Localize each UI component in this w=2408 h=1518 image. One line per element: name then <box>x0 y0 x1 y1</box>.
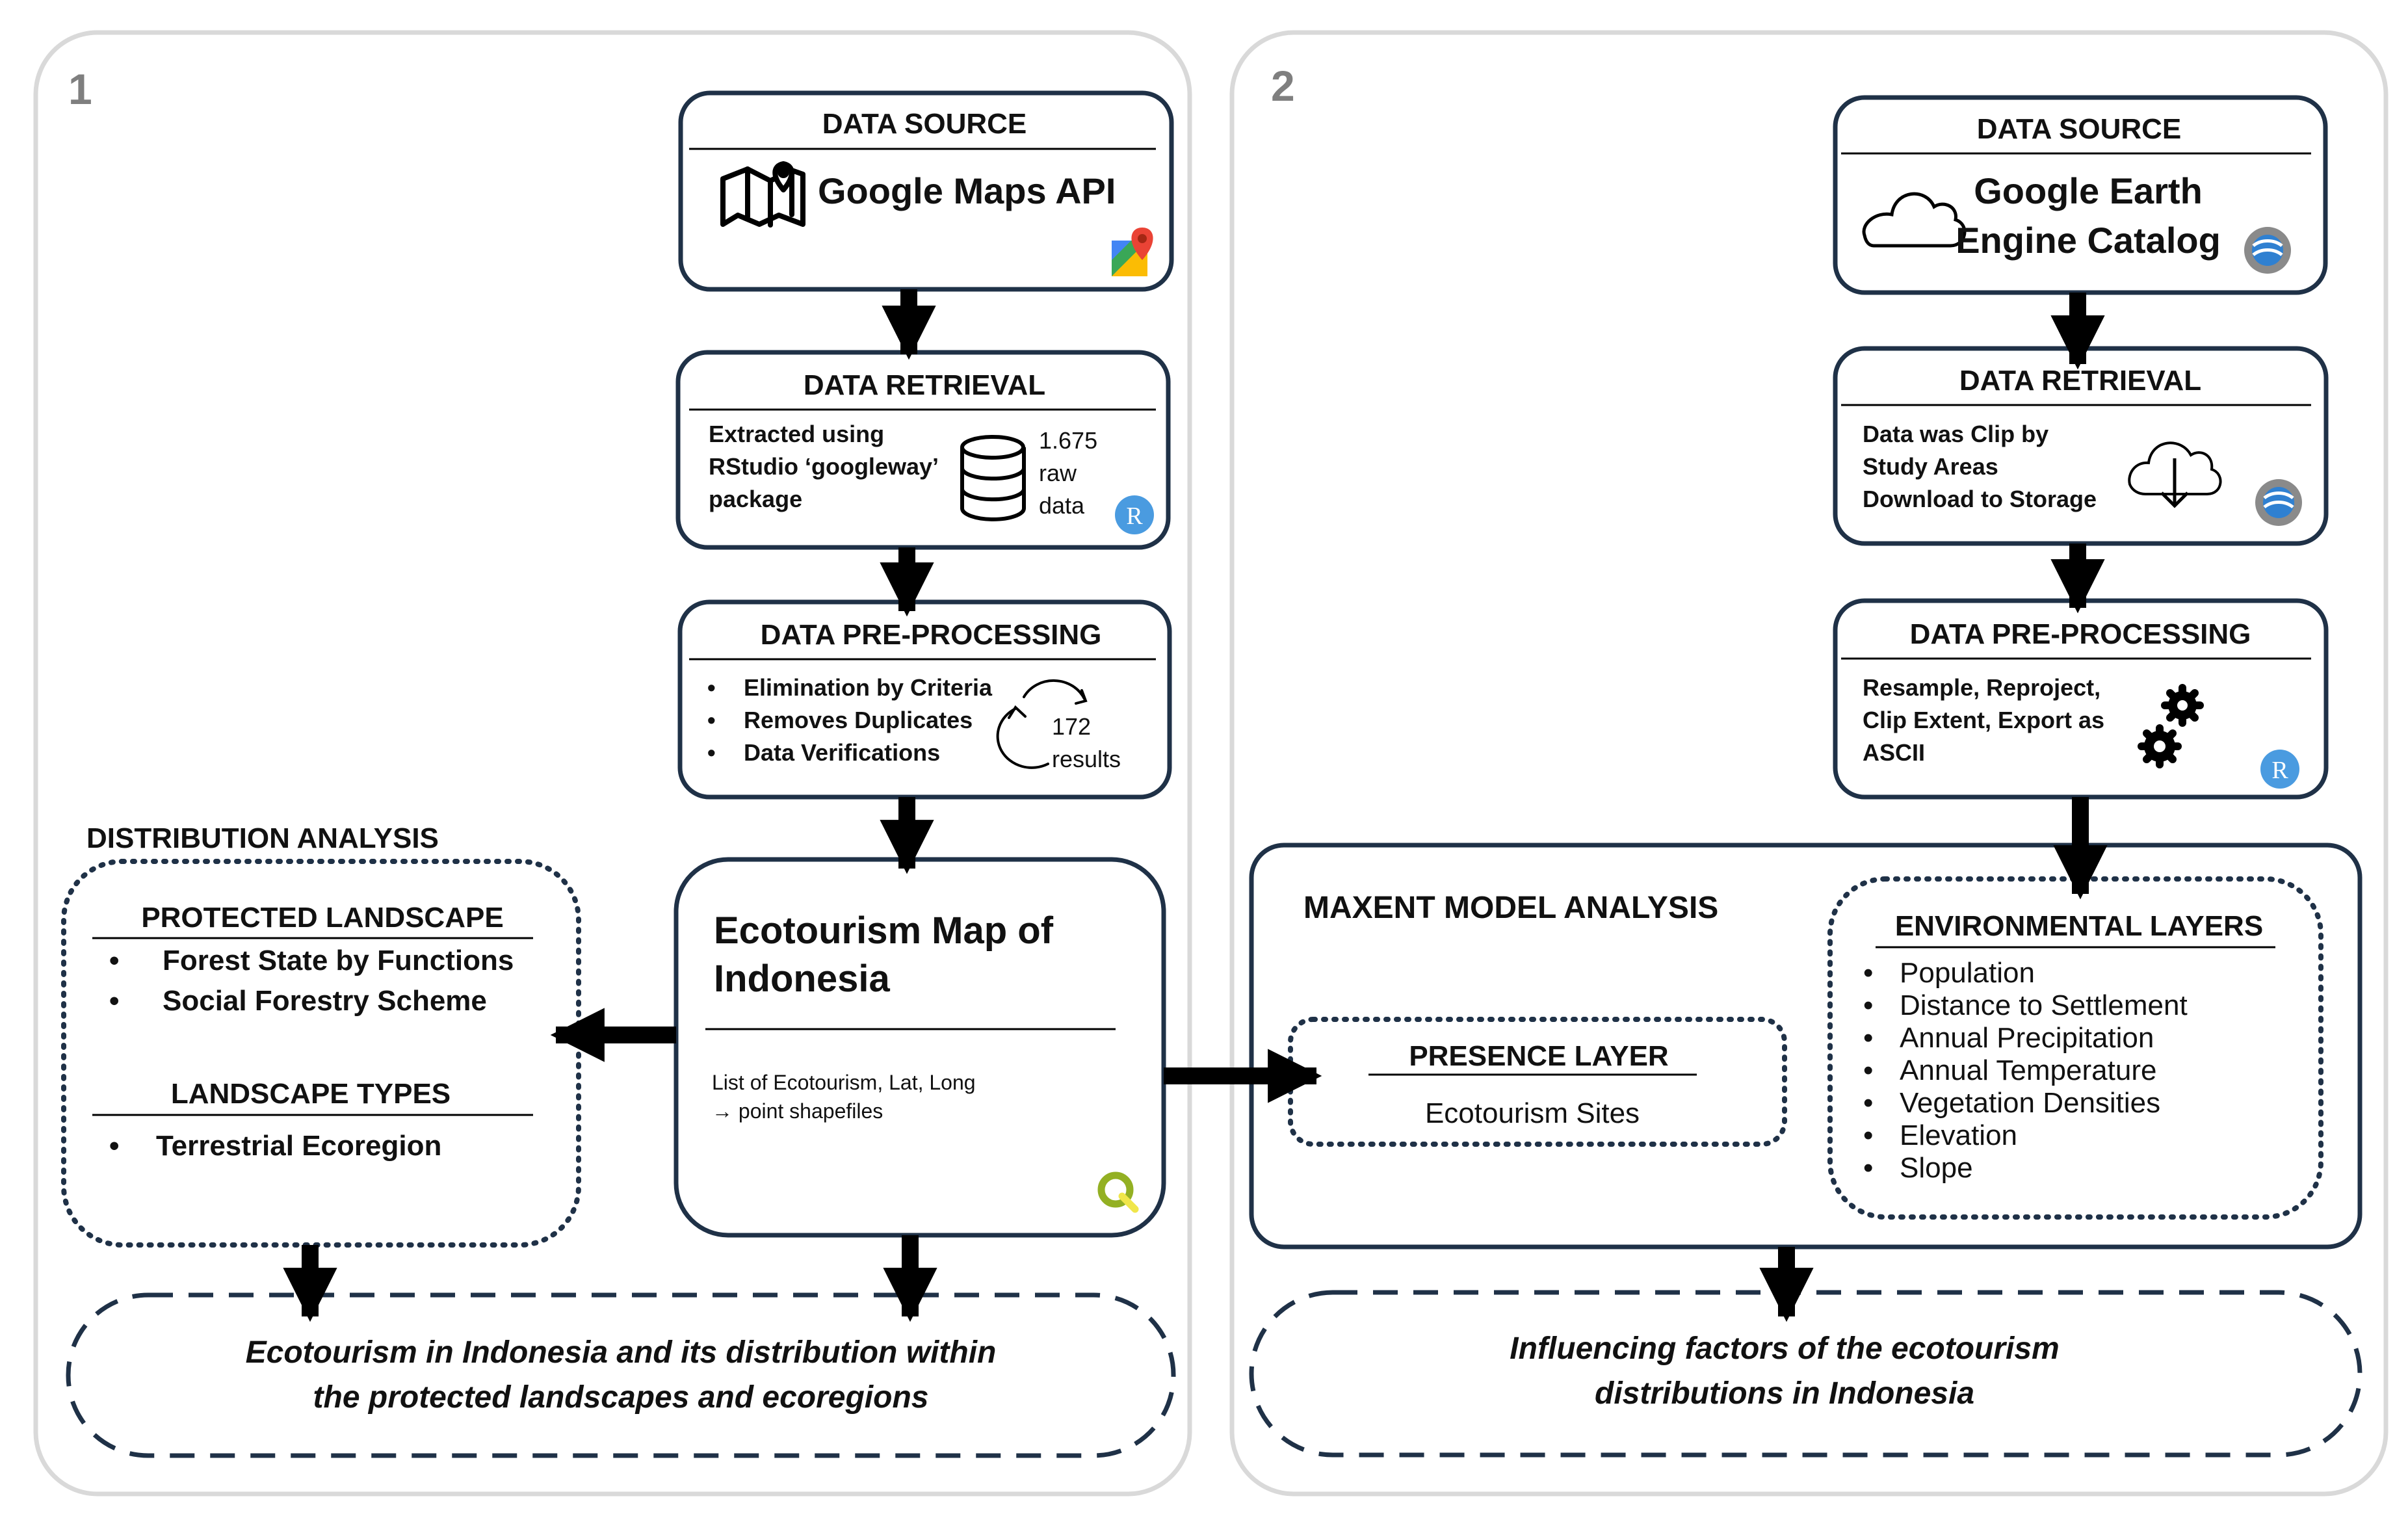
p1-preproc-header: DATA PRE-PROCESSING <box>760 619 1102 651</box>
protected-landscape-header: PROTECTED LANDSCAPE <box>141 902 504 934</box>
svg-text:R: R <box>2271 757 2288 784</box>
p2-source-header: DATA SOURCE <box>1976 113 2182 145</box>
map-desc-line-1: List of Ecotourism, Lat, Long <box>712 1071 976 1094</box>
refresh-arrows-icon <box>996 679 1088 769</box>
svg-text:R: R <box>1126 503 1143 530</box>
p2-outcome-line-1: Influencing factors of the ecotourism <box>1510 1331 2060 1366</box>
p1-retrieval-line-3: package <box>709 486 803 512</box>
env-layer-item: Distance to Settlement <box>1858 989 2188 1022</box>
cloud-download-icon <box>2128 441 2222 508</box>
earth-engine-logo-retrieval <box>2255 479 2302 526</box>
p1-source-name: Google Maps API <box>818 170 1116 211</box>
earth-engine-logo-source <box>2244 227 2291 274</box>
p2-preproc-line-3: ASCII <box>1863 739 1926 766</box>
p2-outcome-line-2: distributions in Indonesia <box>1594 1376 1975 1411</box>
preproc-item: Elimination by Criteria <box>702 672 992 704</box>
protected-item: Social Forestry Scheme <box>104 981 514 1021</box>
p1-retrieval-header: DATA RETRIEVAL <box>803 369 1046 401</box>
map-desc-line-2: → point shapefiles <box>712 1099 883 1123</box>
p1-retrieval-line-1: Extracted using <box>709 421 885 447</box>
env-layer-item: Vegetation Densities <box>1858 1087 2188 1119</box>
env-layer-item: Slope <box>1858 1152 2188 1184</box>
protected-item: Forest State by Functions <box>104 941 514 981</box>
env-layer-item: Elevation <box>1858 1119 2188 1152</box>
presence-layer-item: Ecotourism Sites <box>1424 1097 1640 1129</box>
preproc-item: Removes Duplicates <box>702 704 992 737</box>
env-layer-item: Population <box>1858 957 2188 989</box>
gears-icon <box>2138 684 2204 768</box>
cloud-icon <box>1862 192 1967 248</box>
p1-raw-count-line-1: 1.675 <box>1039 427 1098 454</box>
env-layer-item: Annual Precipitation <box>1858 1022 2188 1054</box>
panel-2-frame <box>1229 30 2388 1497</box>
landscape-type-item: Terrestrial Ecoregion <box>104 1126 441 1166</box>
r-logo-p1: R <box>1115 495 1154 534</box>
p1-raw-count-line-3: data <box>1039 492 1085 519</box>
p2-outcome-box <box>1249 1290 2362 1458</box>
p1-outcome-line-2: the protected landscapes and ecoregions <box>313 1380 929 1415</box>
p1-outcome-line-1: Ecotourism in Indonesia and its distribu… <box>245 1335 997 1370</box>
panel-1-frame <box>33 30 1192 1497</box>
landscape-types-list: Terrestrial Ecoregion <box>104 1126 441 1166</box>
p1-source-header: DATA SOURCE <box>822 108 1027 140</box>
map-title-line-1: Ecotourism Map of <box>714 909 1054 952</box>
p2-preproc-header: DATA PRE-PROCESSING <box>1909 618 2251 650</box>
p1-results-count: 172 <box>1052 713 1092 740</box>
environmental-layers-list: Population Distance to Settlement Annual… <box>1858 957 2188 1184</box>
p2-retrieval-line-1: Data was Clip by <box>1863 421 2049 447</box>
p1-preproc-list: Elimination by Criteria Removes Duplicat… <box>702 672 992 769</box>
maxent-title: MAXENT MODEL ANALYSIS <box>1303 891 1719 925</box>
p1-results-label: results <box>1052 746 1121 772</box>
database-icon <box>960 435 1026 521</box>
preproc-item: Data Verifications <box>702 737 992 769</box>
qgis-logo <box>1097 1171 1139 1213</box>
p1-data-source-box <box>678 90 1174 292</box>
p2-retrieval-line-3: Download to Storage <box>1863 486 2097 512</box>
r-logo-p2: R <box>2260 750 2299 789</box>
p1-retrieval-line-2: RStudio ‘googleway’ <box>709 453 939 480</box>
presence-layer-header: PRESENCE LAYER <box>1409 1040 1669 1072</box>
p1-raw-count-line-2: raw <box>1039 460 1077 486</box>
p2-preproc-line-1: Resample, Reproject, <box>1863 674 2101 701</box>
map-title-line-2: Indonesia <box>714 958 890 1000</box>
p2-preproc-line-2: Clip Extent, Export as <box>1863 707 2105 733</box>
landscape-types-header: LANDSCAPE TYPES <box>170 1078 451 1110</box>
folded-map-pin-icon <box>720 161 805 228</box>
p2-retrieval-line-2: Study Areas <box>1863 453 1998 480</box>
distribution-analysis-label: DISTRIBUTION ANALYSIS <box>86 822 439 854</box>
p2-source-name-line-1: Google Earth <box>1974 170 2203 211</box>
p2-retrieval-header: DATA RETRIEVAL <box>1959 365 2202 397</box>
p1-outcome-box <box>66 1292 1176 1458</box>
env-layer-item: Annual Temperature <box>1858 1054 2188 1087</box>
panel-number-2: 2 <box>1271 62 1295 110</box>
environmental-layers-header: ENVIRONMENTAL LAYERS <box>1894 910 2264 942</box>
google-maps-logo <box>1112 228 1153 276</box>
p2-source-name-line-2: Engine Catalog <box>1956 220 2221 261</box>
panel-number-1: 1 <box>68 65 92 113</box>
protected-landscape-list: Forest State by Functions Social Forestr… <box>104 941 514 1021</box>
